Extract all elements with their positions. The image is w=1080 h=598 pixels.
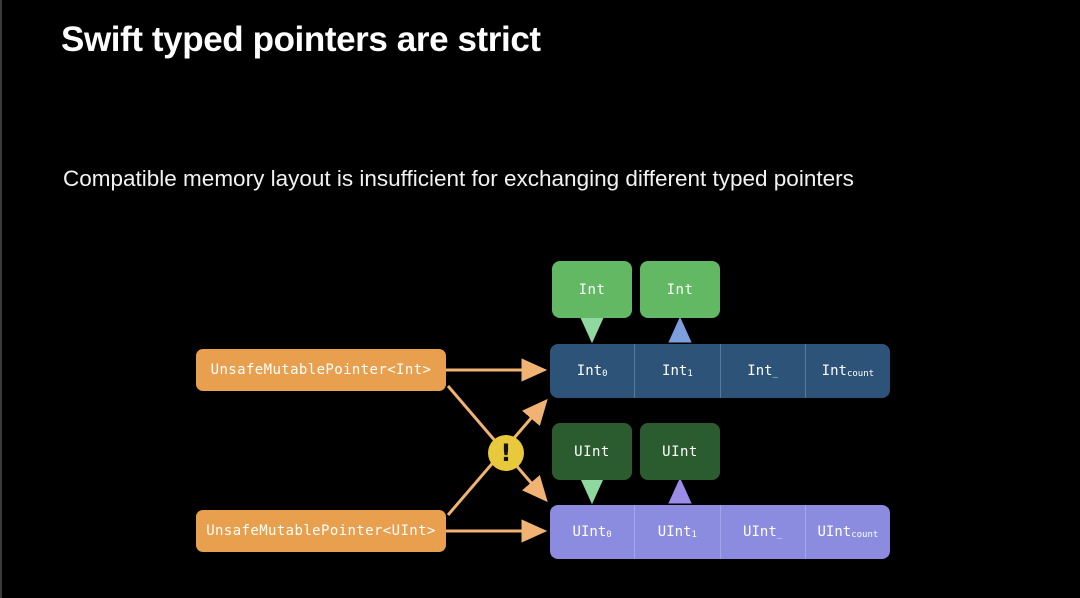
pointer-box-int[interactable]: UnsafeMutablePointer<Int> — [196, 349, 446, 391]
memory-cell-base: Int — [747, 363, 773, 379]
memory-cell-base: UInt — [572, 524, 607, 540]
memory-cell-sub: _ — [772, 369, 778, 379]
pointer-box-uint-label: UnsafeMutablePointer<UInt> — [206, 523, 436, 539]
value-box-uint-1[interactable]: UInt — [640, 423, 720, 480]
memory-cell-base: UInt — [657, 524, 692, 540]
slide-subtitle: Compatible memory layout is insufficient… — [63, 166, 854, 191]
memory-cell-base: UInt — [743, 524, 777, 540]
memory-cell-sub: 1 — [687, 369, 693, 379]
memory-cell-base: Int — [576, 363, 603, 379]
memory-cell-sub: 0 — [606, 530, 612, 540]
memory-cell[interactable]: Int_ — [721, 344, 806, 398]
memory-cell-base: Int — [662, 363, 688, 379]
pointer-box-int-label: UnsafeMutablePointer<Int> — [210, 362, 432, 378]
value-box-int-0-label: Int — [578, 281, 606, 298]
warning-icon-glyph: ! — [500, 439, 512, 467]
page-title: Swift typed pointers are strict — [61, 20, 541, 59]
memory-cell[interactable]: UInt_ — [721, 505, 806, 559]
memory-cell-base: Int — [821, 363, 847, 379]
memory-cell-sub: 1 — [691, 530, 697, 540]
memory-cell-sub: count — [851, 530, 879, 540]
warning-icon: ! — [488, 435, 524, 471]
value-box-int-1[interactable]: Int — [640, 261, 720, 318]
value-box-uint-0-label: UInt — [574, 443, 610, 460]
memory-cell-base: UInt — [817, 524, 852, 540]
pointer-box-uint[interactable]: UnsafeMutablePointer<UInt> — [196, 510, 446, 552]
value-box-int-0[interactable]: Int — [552, 261, 632, 318]
value-box-uint-1-label: UInt — [662, 443, 698, 460]
value-box-int-1-label: Int — [666, 281, 694, 298]
memory-cell-sub: _ — [776, 530, 783, 540]
value-box-uint-0[interactable]: UInt — [552, 423, 632, 480]
memory-cell-sub: 0 — [602, 369, 608, 379]
memory-cell-sub: count — [846, 369, 875, 379]
